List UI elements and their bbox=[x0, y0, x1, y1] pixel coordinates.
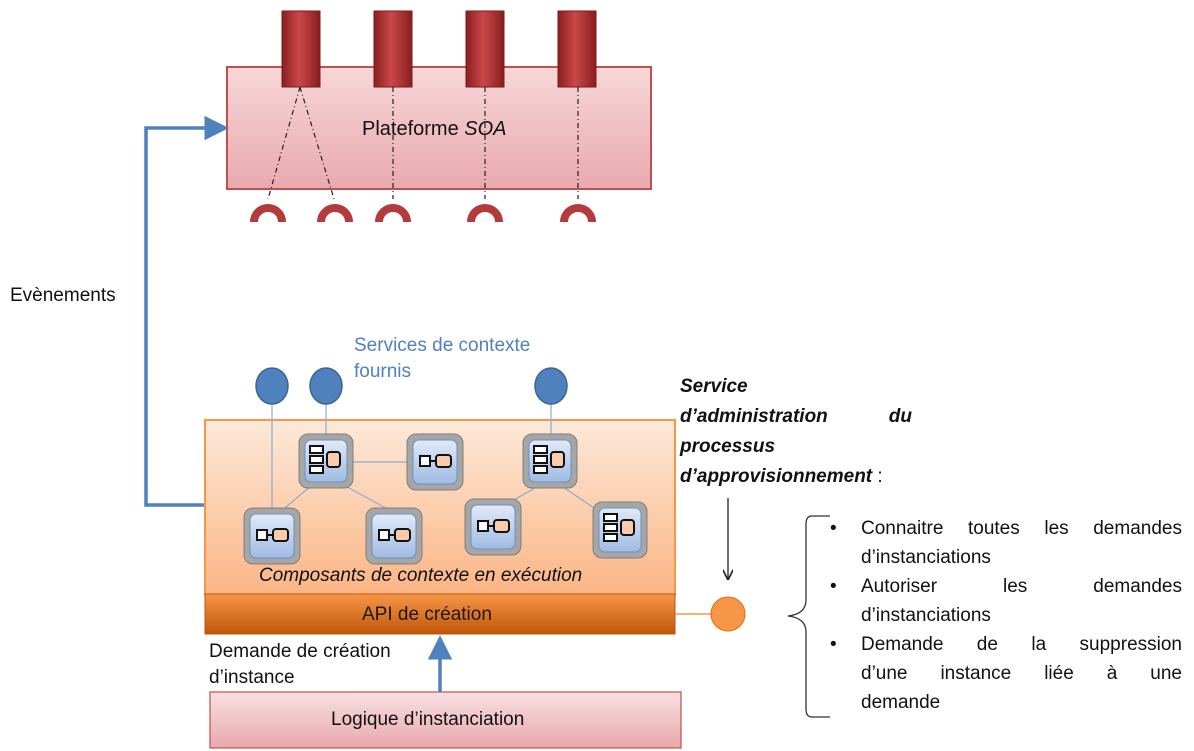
soa-receptacle-5 bbox=[560, 204, 596, 223]
events-arrow bbox=[144, 115, 229, 507]
component-simple-4 bbox=[464, 498, 522, 556]
context-services-label: Services de contexte fournis bbox=[354, 335, 531, 382]
component-simple-2 bbox=[243, 507, 301, 565]
soa-internal-links bbox=[267, 86, 579, 200]
instantiation-logic-label: Logique d’instanciation bbox=[331, 709, 525, 730]
bullet-icon: • bbox=[830, 576, 837, 597]
api-creation-bar bbox=[204, 593, 676, 635]
component-composite-2 bbox=[522, 433, 578, 489]
component-simple-3 bbox=[365, 507, 423, 565]
service-circle-2 bbox=[309, 367, 343, 405]
api-label: API de création bbox=[362, 604, 492, 625]
events-label: Evènements bbox=[10, 285, 116, 306]
bullet-icon: • bbox=[830, 634, 837, 655]
soa-receptacle-3 bbox=[375, 204, 411, 223]
context-service-circles bbox=[255, 367, 568, 405]
runtime-components bbox=[243, 433, 648, 565]
request-label: Demande de création d’instance bbox=[209, 641, 391, 688]
soa-platform-label: Plateforme SOA bbox=[362, 118, 507, 140]
soa-provided-ports bbox=[281, 10, 597, 88]
service-circle-3 bbox=[534, 367, 568, 405]
soa-receptacle-1 bbox=[250, 204, 286, 223]
soa-port-4 bbox=[557, 10, 597, 88]
soa-receptacle-4 bbox=[467, 204, 503, 223]
admin-service-circle bbox=[710, 596, 746, 632]
bullet-brace bbox=[787, 515, 830, 718]
bullet-icon: • bbox=[830, 518, 837, 539]
components-label: Composants de contexte en exécution bbox=[259, 565, 583, 586]
instantiation-logic-box bbox=[209, 691, 682, 749]
soa-port-1 bbox=[281, 10, 321, 88]
service-circle-1 bbox=[255, 367, 289, 405]
soa-required-ports bbox=[250, 204, 596, 223]
component-simple-1 bbox=[406, 433, 464, 491]
soa-port-3 bbox=[465, 10, 505, 88]
component-composite-3 bbox=[592, 501, 648, 559]
soa-receptacle-2 bbox=[317, 204, 353, 223]
component-composite-1 bbox=[298, 433, 354, 489]
soa-port-2 bbox=[373, 10, 413, 88]
